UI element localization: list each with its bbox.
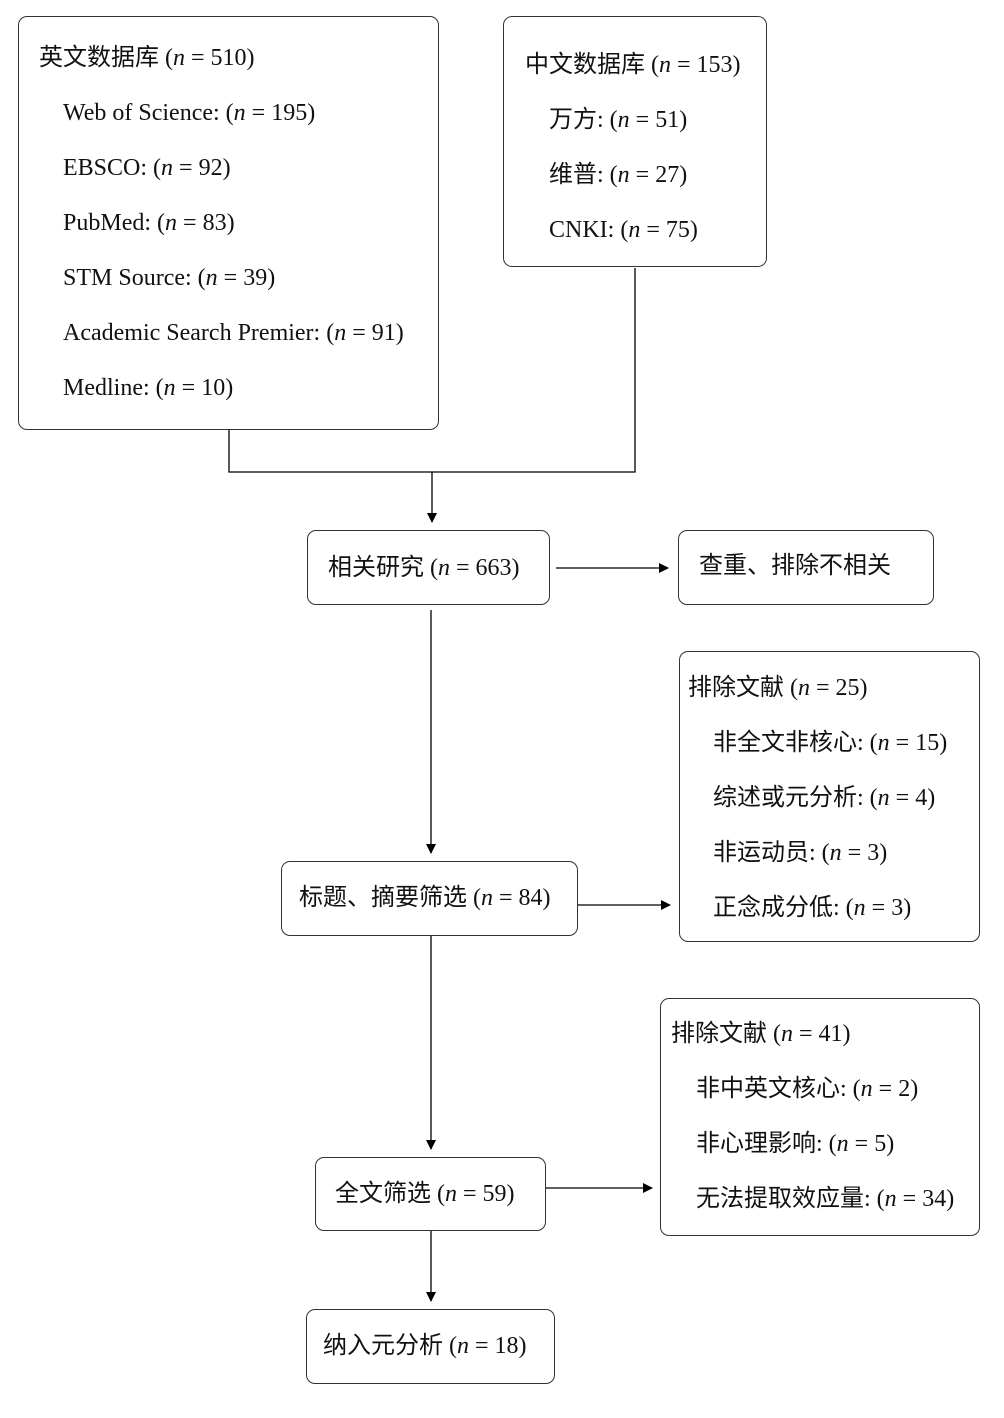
dedup-label: 查重、排除不相关 (699, 553, 891, 579)
excluded-1-item-non-fulltext: 非全文非核心: (n = 15) (713, 730, 948, 756)
related-studies-box: 相关研究 (n = 663) (307, 530, 550, 605)
database-item-academic-search-premier: Academic Search Premier: (n = 91) (63, 320, 404, 346)
english-database-box: 英文数据库 (n = 510) Web of Science: (n = 195… (18, 16, 439, 430)
excluded-1-item-review: 综述或元分析: (n = 4) (713, 785, 936, 811)
excluded-1-item-non-athlete: 非运动员: (n = 3) (713, 840, 888, 866)
excluded-2-item-non-psych: 非心理影响: (n = 5) (696, 1131, 895, 1157)
excluded-records-box-1: 排除文献 (n = 25) 非全文非核心: (n = 15) 综述或元分析: (… (679, 651, 980, 942)
excluded-1-title: 排除文献 (n = 25) (688, 675, 868, 701)
database-item-ebsco: EBSCO: (n = 92) (63, 155, 231, 181)
database-item-cnki: CNKI: (n = 75) (549, 217, 698, 243)
chinese-database-box: 中文数据库 (n = 153) 万方: (n = 51) 维普: (n = 27… (503, 16, 767, 267)
database-item-web-of-science: Web of Science: (n = 195) (63, 100, 316, 126)
related-studies-label: 相关研究 (n = 663) (328, 555, 520, 581)
excluded-2-title: 排除文献 (n = 41) (671, 1021, 851, 1047)
title-abstract-screening-label: 标题、摘要筛选 (n = 84) (299, 885, 551, 911)
english-database-title: 英文数据库 (n = 510) (39, 45, 255, 71)
chinese-database-title: 中文数据库 (n = 153) (525, 52, 741, 78)
dedup-box: 查重、排除不相关 (678, 530, 934, 605)
fulltext-screening-box: 全文筛选 (n = 59) (315, 1157, 546, 1231)
database-item-pubmed: PubMed: (n = 83) (63, 210, 235, 236)
database-item-medline: Medline: (n = 10) (63, 375, 234, 401)
database-item-stm-source: STM Source: (n = 39) (63, 265, 276, 291)
fulltext-screening-label: 全文筛选 (n = 59) (335, 1181, 515, 1207)
included-meta-analysis-label: 纳入元分析 (n = 18) (323, 1333, 527, 1359)
excluded-2-item-non-core: 非中英文核心: (n = 2) (696, 1076, 919, 1102)
excluded-1-item-low-mindfulness: 正念成分低: (n = 3) (713, 895, 912, 921)
included-meta-analysis-box: 纳入元分析 (n = 18) (306, 1309, 555, 1384)
title-abstract-screening-box: 标题、摘要筛选 (n = 84) (281, 861, 578, 936)
excluded-2-item-no-effect-size: 无法提取效应量: (n = 34) (696, 1186, 955, 1212)
database-item-weipu: 维普: (n = 27) (549, 162, 688, 188)
excluded-records-box-2: 排除文献 (n = 41) 非中英文核心: (n = 2) 非心理影响: (n … (660, 998, 980, 1236)
database-item-wanfang: 万方: (n = 51) (549, 107, 688, 133)
